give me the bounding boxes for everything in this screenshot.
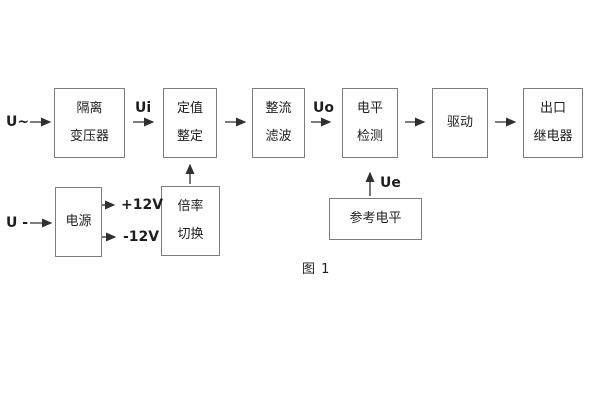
- block-output-relay: 出口 继电器: [523, 88, 583, 158]
- block-label: 参考电平: [349, 211, 402, 226]
- block-label: 切换: [177, 227, 204, 242]
- label-signal-ue: Ue: [380, 175, 401, 191]
- block-label: 电源: [65, 214, 92, 229]
- block-label: 定值: [176, 101, 203, 116]
- figure-caption: 图 1: [302, 262, 331, 277]
- label-dc-input: U -: [6, 215, 29, 231]
- block-power-supply: 电源: [55, 187, 102, 257]
- block-ratio-switch: 倍率 切换: [161, 186, 220, 256]
- block-label: 滤波: [265, 129, 292, 144]
- block-isolation-transformer: 隔离 变压器: [54, 88, 125, 158]
- block-rectify-filter: 整流 滤波: [252, 88, 305, 158]
- block-label: 驱动: [446, 115, 473, 130]
- block-reference-level: 参考电平: [329, 198, 422, 240]
- block-label: 出口: [539, 101, 566, 116]
- block-label: 隔离: [76, 101, 103, 116]
- block-drive: 驱动: [432, 88, 488, 158]
- block-label: 电平: [356, 101, 383, 116]
- block-value-setting: 定值 整定: [163, 88, 217, 158]
- block-label: 继电器: [533, 129, 573, 144]
- label-plus-12v: +12V: [121, 197, 164, 213]
- label-ac-input: U~: [6, 114, 30, 130]
- label-minus-12v: -12V: [123, 229, 160, 245]
- label-signal-ui: Ui: [135, 100, 152, 116]
- block-label: 倍率: [177, 199, 204, 214]
- block-label: 整流: [265, 101, 292, 116]
- block-label: 检测: [356, 129, 383, 144]
- block-level-detection: 电平 检测: [342, 88, 398, 158]
- label-signal-uo: Uo: [313, 100, 334, 116]
- block-label: 整定: [176, 129, 203, 144]
- block-label: 变压器: [69, 129, 109, 144]
